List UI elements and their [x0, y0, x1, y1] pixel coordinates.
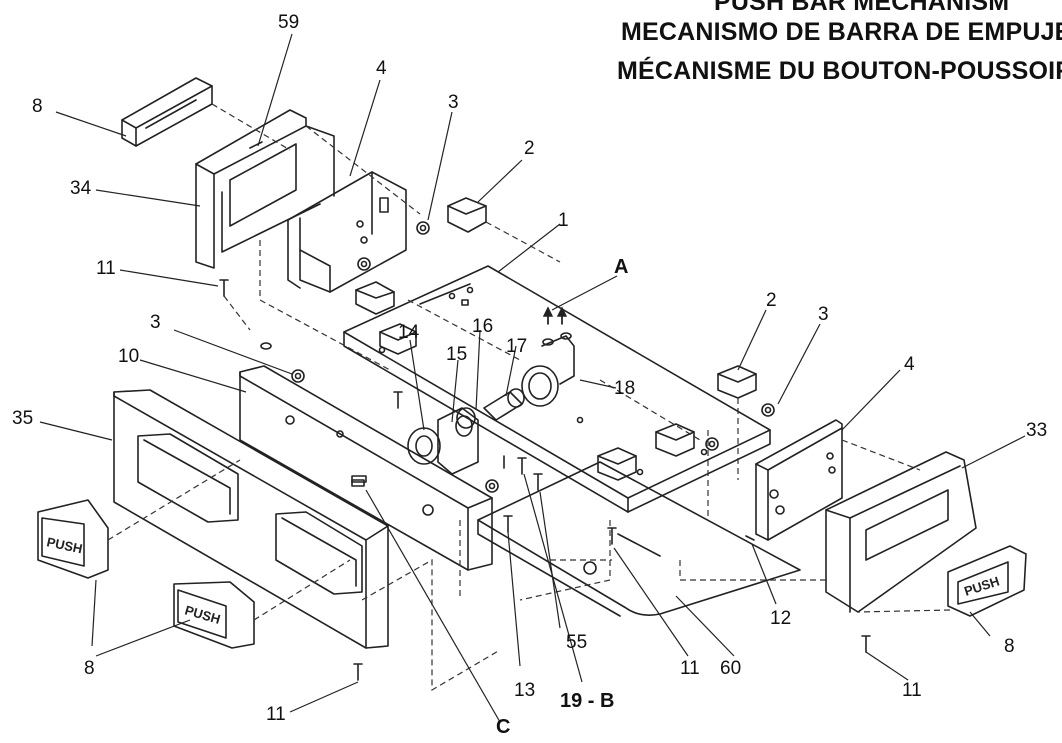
- roller-right-low: [597, 447, 637, 481]
- callout-8-bottom: 8: [84, 658, 95, 679]
- lower-pan: [477, 461, 801, 617]
- latch-assembly: [407, 332, 575, 475]
- callout-2-top: 2: [524, 138, 535, 159]
- nuts: [291, 221, 775, 493]
- left-bracket: [287, 171, 407, 293]
- callout-18: 18: [614, 378, 636, 399]
- callout-11-top: 11: [96, 258, 116, 279]
- push-button-left: [37, 499, 109, 579]
- mounting-plate: [239, 365, 493, 571]
- base-plate: [343, 265, 771, 513]
- callout-c: C: [496, 716, 511, 738]
- roller-right-mid: [655, 423, 695, 457]
- callout-11-bottom: 11: [266, 704, 286, 725]
- roller-center-left: [379, 323, 417, 355]
- grip-top-left: [121, 77, 213, 147]
- right-end-cap: [825, 451, 977, 613]
- callout-60: 60: [720, 658, 742, 679]
- callout-8-right: 8: [1004, 636, 1015, 657]
- callout-33: 33: [1026, 420, 1048, 441]
- front-panel: [113, 389, 389, 649]
- left-end-cap: [195, 109, 335, 269]
- callout-10: 10: [118, 346, 140, 367]
- callout-13: 13: [514, 680, 536, 701]
- title-french: MÉCANISME DU BOUTON-POUSSOIR: [617, 57, 1062, 85]
- screws: [219, 279, 871, 681]
- callout-17: 17: [506, 336, 528, 357]
- callout-55: 55: [566, 632, 588, 653]
- callout-3-left: 3: [150, 312, 161, 333]
- callout-11-right: 11: [902, 680, 922, 701]
- callout-14: 14: [398, 322, 420, 343]
- roller-top: [447, 197, 487, 233]
- roller-mid-left: [355, 281, 395, 315]
- callout-2-right: 2: [766, 290, 777, 311]
- push-label-middle: PUSH: [183, 602, 222, 626]
- title-spanish: MECANISMO DE BARRA DE EMPUJE: [621, 18, 1062, 46]
- callout-19-b: 19 - B: [560, 690, 615, 712]
- callout-59: 59: [278, 12, 300, 33]
- push-label-left: PUSH: [45, 534, 83, 556]
- callout-a: A: [614, 256, 629, 278]
- assembly-guides: [107, 103, 951, 692]
- callout-15: 15: [446, 344, 468, 365]
- callout-3-top: 3: [448, 92, 459, 113]
- callout-11-center: 11: [680, 658, 700, 679]
- callout-8-top: 8: [32, 96, 43, 117]
- title-english: PUSH BAR MECHANISM: [714, 0, 1010, 16]
- callout-34: 34: [70, 178, 92, 199]
- callout-4-right: 4: [904, 354, 915, 375]
- push-labels: PUSH PUSH PUSH: [45, 534, 1001, 627]
- callout-35: 35: [12, 408, 34, 429]
- callout-3-right: 3: [818, 304, 829, 325]
- roller-right-top: [717, 365, 757, 399]
- leader-lines: [39, 33, 1026, 723]
- callout-4-left: 4: [376, 58, 387, 79]
- callout-16: 16: [472, 316, 494, 337]
- callout-12: 12: [770, 608, 792, 629]
- arrow-a: [542, 306, 568, 324]
- callout-1: 1: [558, 210, 569, 231]
- right-bracket: [755, 419, 843, 541]
- push-button-right: [947, 545, 1027, 617]
